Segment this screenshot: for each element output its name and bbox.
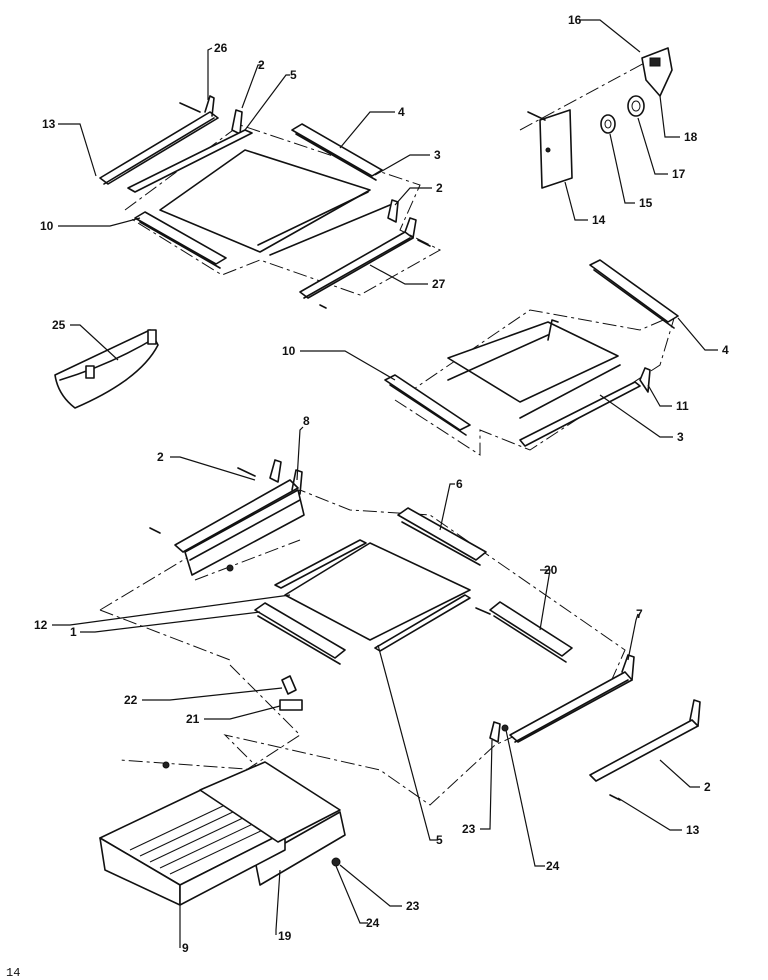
callout-21: 21 [186, 712, 200, 726]
page-number: 14 [6, 966, 20, 980]
top-strip-5 [127, 129, 253, 193]
control-housing-14 [539, 109, 573, 189]
callout-4: 4 [722, 343, 729, 357]
top-left-rail [99, 95, 219, 185]
callout-2: 2 [704, 780, 711, 794]
middle-shelf-glass [447, 321, 619, 403]
lower-right-rail-7 [509, 654, 635, 743]
callout-1: 1 [70, 625, 77, 639]
callout-9: 9 [182, 941, 189, 955]
bracket-23 [489, 721, 501, 743]
lower-right-rail-2 [589, 699, 701, 801]
callout-27: 27 [432, 277, 446, 291]
top-shelf-glass [159, 149, 371, 253]
callout-12: 12 [34, 618, 48, 632]
middle-front-trim-4 [589, 259, 679, 323]
callout-10: 10 [282, 344, 296, 358]
screw-24b [331, 857, 341, 867]
callout-2: 2 [157, 450, 164, 464]
lower-trim-20 [489, 601, 573, 657]
callout-23: 23 [462, 822, 476, 836]
callout-20: 20 [544, 563, 558, 577]
callout-2: 2 [436, 181, 443, 195]
callout-3: 3 [677, 430, 684, 444]
lower-shelf-assembly [99, 459, 701, 806]
top-right-rail [269, 204, 431, 309]
callout-2: 2 [258, 58, 265, 72]
lower-rear-trim-1 [254, 602, 346, 659]
middle-shelf-assembly [384, 259, 679, 456]
crisper-cover-25 [54, 329, 159, 409]
callout-17: 17 [672, 167, 686, 181]
callout-26: 26 [214, 41, 228, 55]
knob-17 [627, 95, 645, 117]
crisper-drawer [99, 761, 346, 906]
callout-13: 13 [42, 117, 56, 131]
callout-18: 18 [684, 130, 698, 144]
control-assembly [519, 47, 673, 189]
callout-24: 24 [546, 859, 560, 873]
callout-15: 15 [639, 196, 653, 210]
leader-lines [52, 19, 718, 948]
middle-bracket-11 [639, 367, 651, 393]
part-22 [281, 675, 297, 695]
callout-19: 19 [278, 929, 292, 943]
top-shelf-assembly [99, 95, 442, 309]
callout-11: 11 [676, 399, 689, 413]
knob-15 [600, 114, 616, 134]
top-bracket-2 [231, 109, 243, 135]
lower-strip-5b [374, 594, 471, 652]
callout-24: 24 [366, 916, 380, 930]
lower-shelf-glass [284, 542, 471, 641]
callout-5: 5 [436, 833, 443, 847]
part-21 [279, 699, 303, 711]
callout-labels: 26 2 5 13 4 3 2 10 27 16 18 17 15 14 25 … [34, 13, 729, 955]
thermostat-16 [641, 47, 673, 97]
callout-6: 6 [456, 477, 463, 491]
callout-23: 23 [406, 899, 420, 913]
top-front-trim-4 [291, 123, 383, 177]
callout-10: 10 [40, 219, 54, 233]
screw-24 [501, 724, 509, 732]
lower-trim-6 [397, 507, 487, 561]
callout-5: 5 [290, 68, 297, 82]
callout-22: 22 [124, 693, 138, 707]
callout-4: 4 [398, 105, 405, 119]
callout-16: 16 [568, 13, 582, 27]
callout-13: 13 [686, 823, 700, 837]
top-rear-trim-10 [134, 211, 227, 265]
drawer-side-19 [254, 811, 346, 886]
callout-25: 25 [52, 318, 66, 332]
callout-14: 14 [592, 213, 606, 227]
middle-rear-trim-10 [384, 374, 471, 431]
callout-7: 7 [636, 607, 643, 621]
callout-3: 3 [434, 148, 441, 162]
lower-left-rail [149, 459, 305, 576]
lower-strip-5a [274, 539, 367, 589]
callout-8: 8 [303, 414, 310, 428]
